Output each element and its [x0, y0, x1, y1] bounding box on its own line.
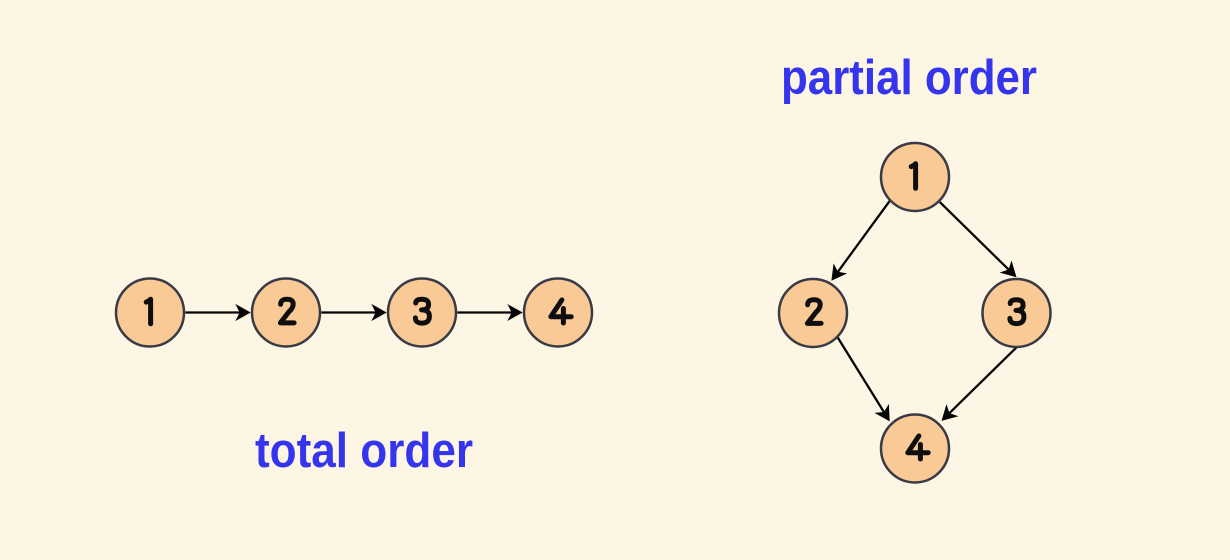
svg-text:partial order: partial order	[781, 51, 1037, 105]
svg-text:total order: total order	[255, 424, 473, 478]
